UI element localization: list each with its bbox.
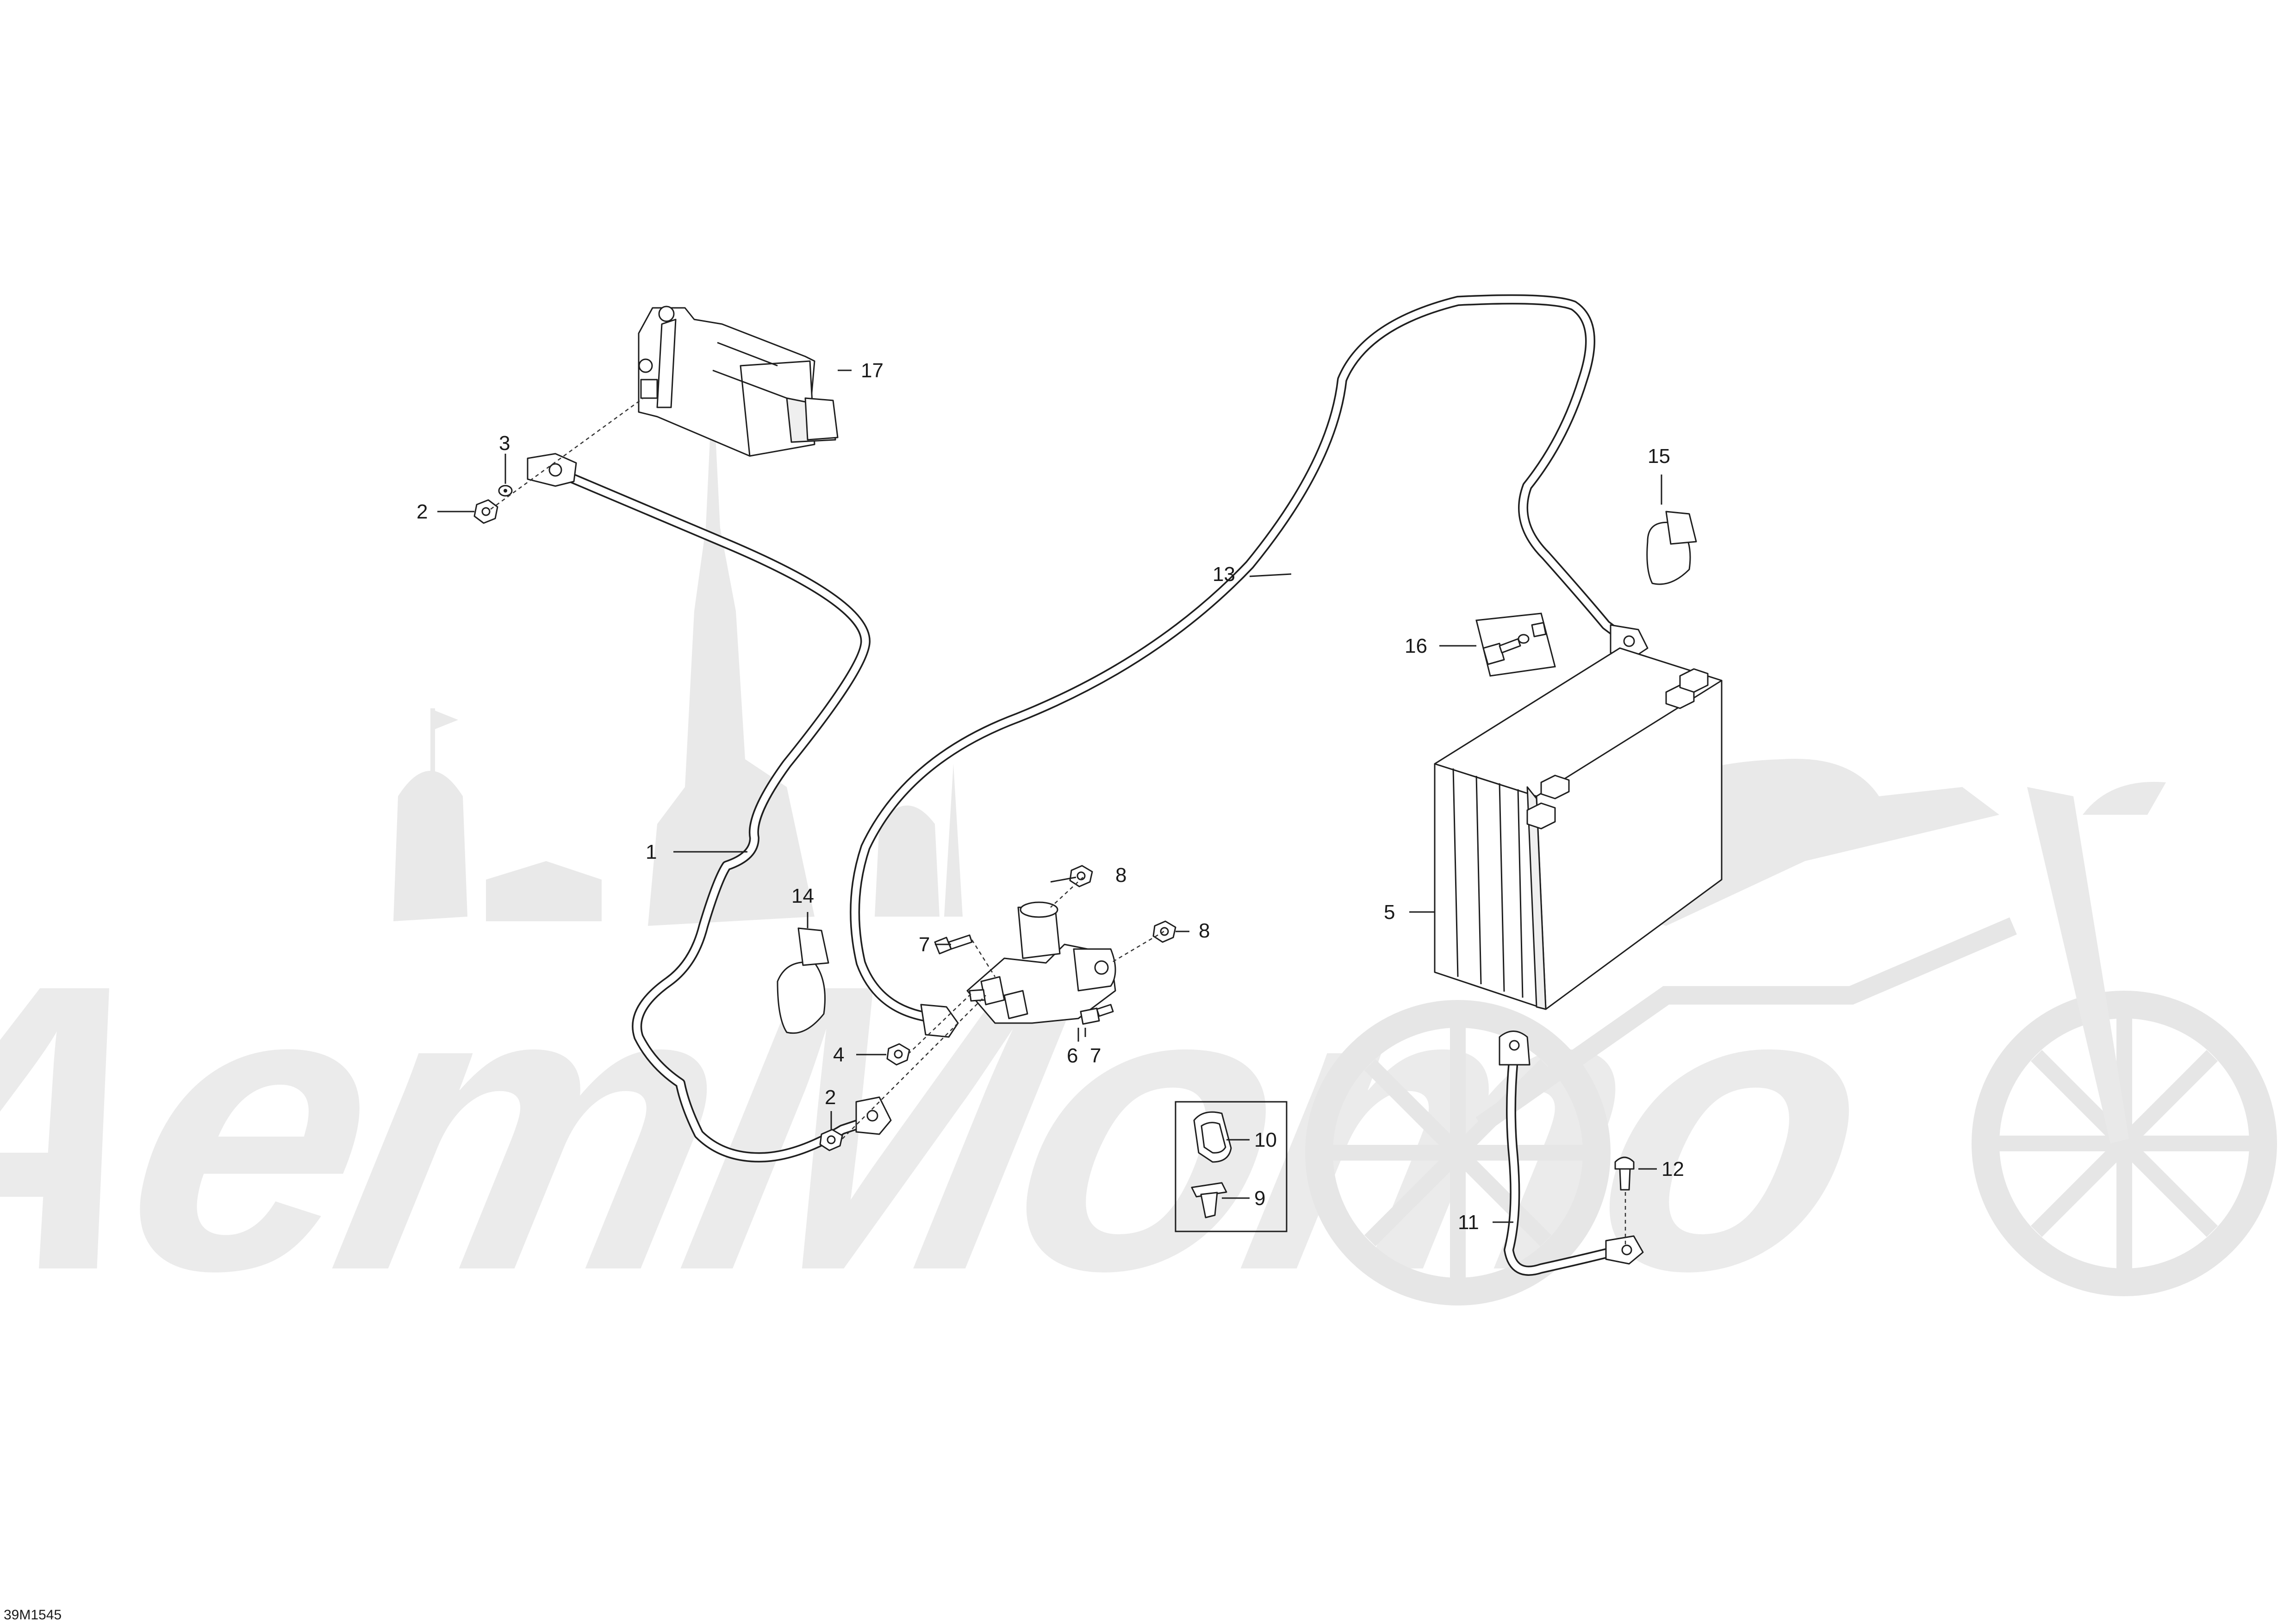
callout-7-left: 7 bbox=[919, 933, 930, 956]
terminal-cap-15 bbox=[1646, 511, 1697, 585]
callout-15: 15 bbox=[1648, 445, 1670, 468]
cable-1-starter bbox=[527, 453, 892, 1162]
nut-8-right bbox=[1152, 920, 1176, 943]
assembly-line-starter bbox=[490, 397, 644, 510]
figure-code: 39M1545 bbox=[4, 1607, 62, 1623]
watermark-text: AeтMoтo bbox=[0, 899, 1902, 1355]
callout-16: 16 bbox=[1405, 635, 1427, 657]
callout-3: 3 bbox=[499, 432, 510, 455]
callout-10: 10 bbox=[1254, 1129, 1277, 1151]
callout-8-upper: 8 bbox=[1115, 864, 1126, 887]
watermark: AeтMoтo bbox=[0, 380, 2277, 1355]
callout-11: 11 bbox=[1458, 1211, 1479, 1234]
callout-2-upper: 2 bbox=[417, 500, 428, 523]
starter-solenoid-6 bbox=[966, 901, 1116, 1024]
callout-5: 5 bbox=[1384, 901, 1395, 924]
callout-13: 13 bbox=[1213, 563, 1235, 586]
bolt-kit-16 bbox=[1475, 612, 1556, 677]
callout-14: 14 bbox=[791, 885, 814, 907]
callout-2-lower: 2 bbox=[825, 1086, 836, 1109]
watermark-domes bbox=[393, 764, 963, 921]
cable-11-negative bbox=[1499, 1031, 1644, 1276]
nut-8-upper bbox=[1069, 865, 1093, 887]
bolt-7-right bbox=[1080, 1004, 1114, 1025]
washer-3 bbox=[498, 485, 513, 497]
push-rivet-9 bbox=[1191, 1182, 1227, 1218]
terminal-cap-14 bbox=[777, 927, 829, 1034]
callout-6: 6 bbox=[1067, 1044, 1078, 1067]
clip-kit-box bbox=[1175, 1101, 1288, 1232]
callout-1: 1 bbox=[646, 841, 657, 863]
nut-4 bbox=[886, 1043, 910, 1066]
starter-motor bbox=[638, 306, 839, 457]
watermark-flag bbox=[430, 708, 458, 796]
nut-2-lower bbox=[819, 1129, 843, 1151]
callout-7-right: 7 bbox=[1090, 1044, 1101, 1067]
callout-17: 17 bbox=[861, 359, 884, 382]
assembly-lines-solenoid bbox=[842, 877, 1164, 1139]
callout-4: 4 bbox=[833, 1043, 844, 1066]
callouts: 17 3 2 1 14 8 7 8 6 7 4 2 10 9 11 12 13 … bbox=[417, 359, 1684, 1234]
nut-2-upper bbox=[473, 499, 498, 524]
bolt-7-left bbox=[934, 934, 973, 955]
bolt-12 bbox=[1614, 1156, 1635, 1191]
callout-8-right: 8 bbox=[1199, 919, 1210, 942]
leader-lines bbox=[437, 369, 1662, 1223]
callout-9: 9 bbox=[1254, 1187, 1265, 1210]
battery-5 bbox=[1434, 647, 1723, 1010]
watermark-spire bbox=[648, 380, 815, 926]
callout-12: 12 bbox=[1661, 1158, 1684, 1181]
